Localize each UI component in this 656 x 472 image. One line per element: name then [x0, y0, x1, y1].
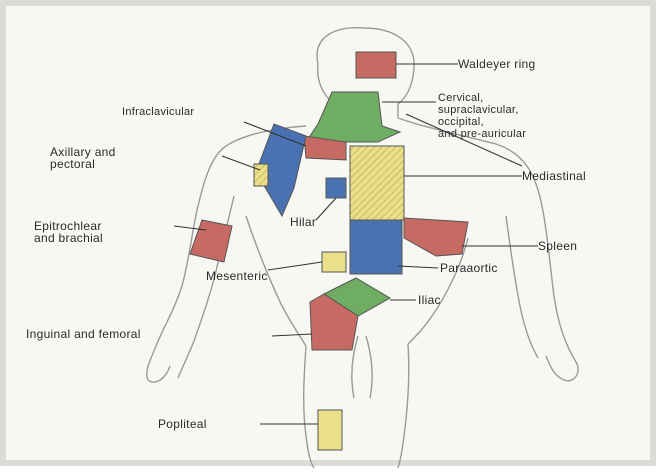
right-leg-outline — [398, 344, 409, 468]
label-cervical: Cervical, supraclavicular, occipital, an… — [438, 92, 526, 140]
popliteal-region — [318, 410, 342, 450]
leader-hilar — [316, 198, 336, 220]
spleen-region — [404, 218, 468, 256]
label-waldeyer-ring: Waldeyer ring — [458, 58, 535, 70]
hilar-region — [326, 178, 346, 198]
label-infraclavicular: Infraclavicular — [122, 106, 194, 118]
inner-leg-outline — [352, 336, 372, 398]
label-spleen: Spleen — [538, 240, 577, 252]
waldeyer-ring-region — [356, 52, 396, 78]
label-iliac: Iliac — [418, 294, 441, 306]
node-regions — [190, 52, 468, 450]
leader-paraaortic — [398, 266, 438, 268]
paraaortic-region — [350, 220, 402, 274]
label-epitrochlear: Epitrochlear and brachial — [34, 220, 103, 244]
leader-axillary — [222, 156, 260, 170]
label-inguinal: Inguinal and femoral — [26, 328, 141, 340]
label-paraaortic: Paraaortic — [440, 262, 498, 274]
leader-mesenteric — [268, 262, 322, 270]
leader-inguinal — [272, 334, 312, 336]
epitrochlear-region — [190, 220, 232, 262]
label-mediastinal: Mediastinal — [522, 170, 586, 182]
label-popliteal: Popliteal — [158, 418, 207, 430]
label-axillary: Axillary and pectoral — [50, 146, 116, 170]
left-leg-outline — [304, 346, 314, 468]
mesenteric-region — [322, 252, 346, 272]
right-inner-arm-outline — [506, 216, 538, 358]
cervical-region — [306, 92, 400, 142]
label-hilar: Hilar — [290, 216, 316, 228]
label-mesenteric: Mesenteric — [206, 270, 268, 282]
mediastinal-region — [350, 146, 404, 220]
pectoral-region — [254, 164, 268, 186]
